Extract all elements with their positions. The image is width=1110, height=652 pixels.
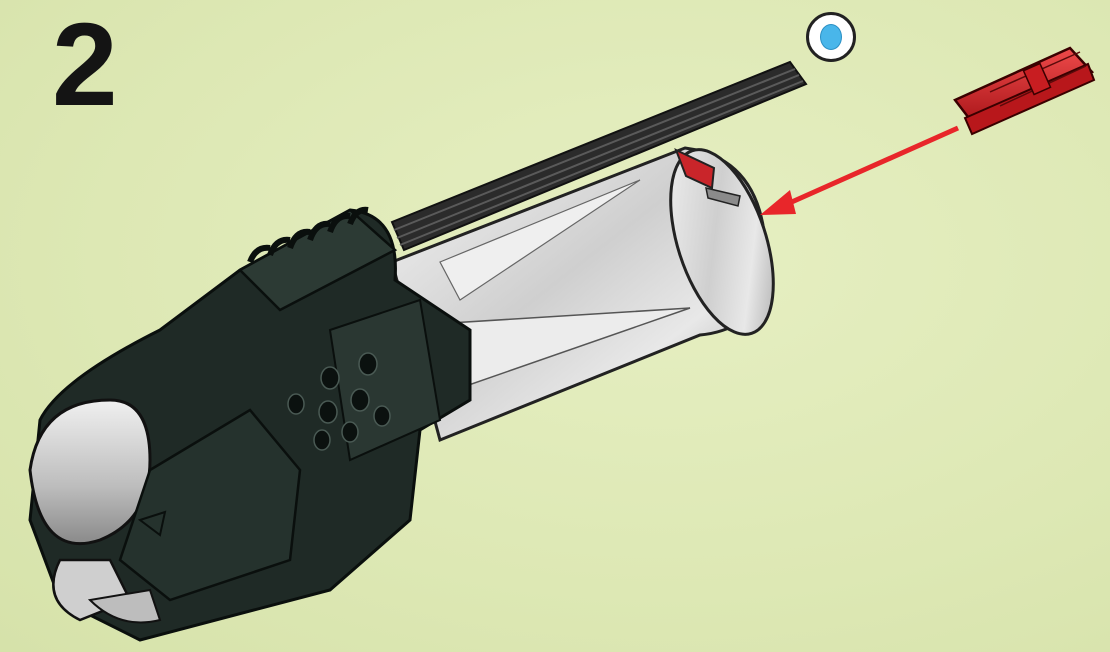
- red-connector-part: [955, 48, 1094, 134]
- insert-arrow: [760, 128, 958, 215]
